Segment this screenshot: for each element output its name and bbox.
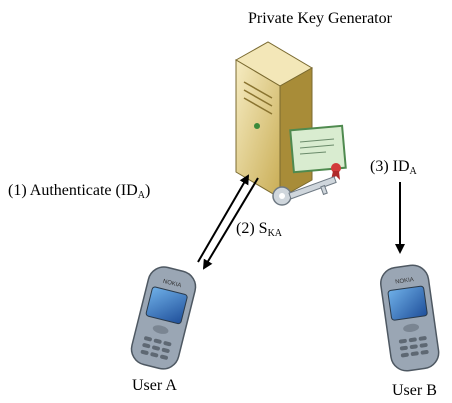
identity-label-text: (3) ID xyxy=(370,158,410,175)
arrow-private-key xyxy=(202,177,259,270)
private-key-generator-label: Private Key Generator xyxy=(248,10,392,27)
key-icon xyxy=(272,176,337,206)
mobile-phone-icon-user-a: NOKIA xyxy=(130,266,197,370)
private-key-label-subscript: KA xyxy=(267,228,283,239)
identity-label: (3) IDA xyxy=(370,158,417,181)
arrow-authenticate xyxy=(197,174,250,263)
private-key-label: (2) SKA xyxy=(236,220,282,243)
server-icon xyxy=(234,41,314,199)
svg-text:NOKIA: NOKIA xyxy=(395,277,414,286)
svg-text:NOKIA: NOKIA xyxy=(162,279,182,289)
identity-label-subscript: A xyxy=(409,166,417,177)
private-key-label-text: (2) S xyxy=(236,220,268,237)
authenticate-label-text: (1) Authenticate (ID xyxy=(8,182,138,199)
authenticate-label-suffix: ) xyxy=(144,182,151,199)
certificate-icon xyxy=(289,124,347,180)
authenticate-label: (1) Authenticate (IDA) xyxy=(8,182,150,205)
user-b-label: User B xyxy=(392,382,437,399)
mobile-phone-icon-user-b: NOKIA xyxy=(380,264,440,372)
user-a-label: User A xyxy=(132,377,177,394)
authenticate-label-subscript: A xyxy=(137,190,145,201)
